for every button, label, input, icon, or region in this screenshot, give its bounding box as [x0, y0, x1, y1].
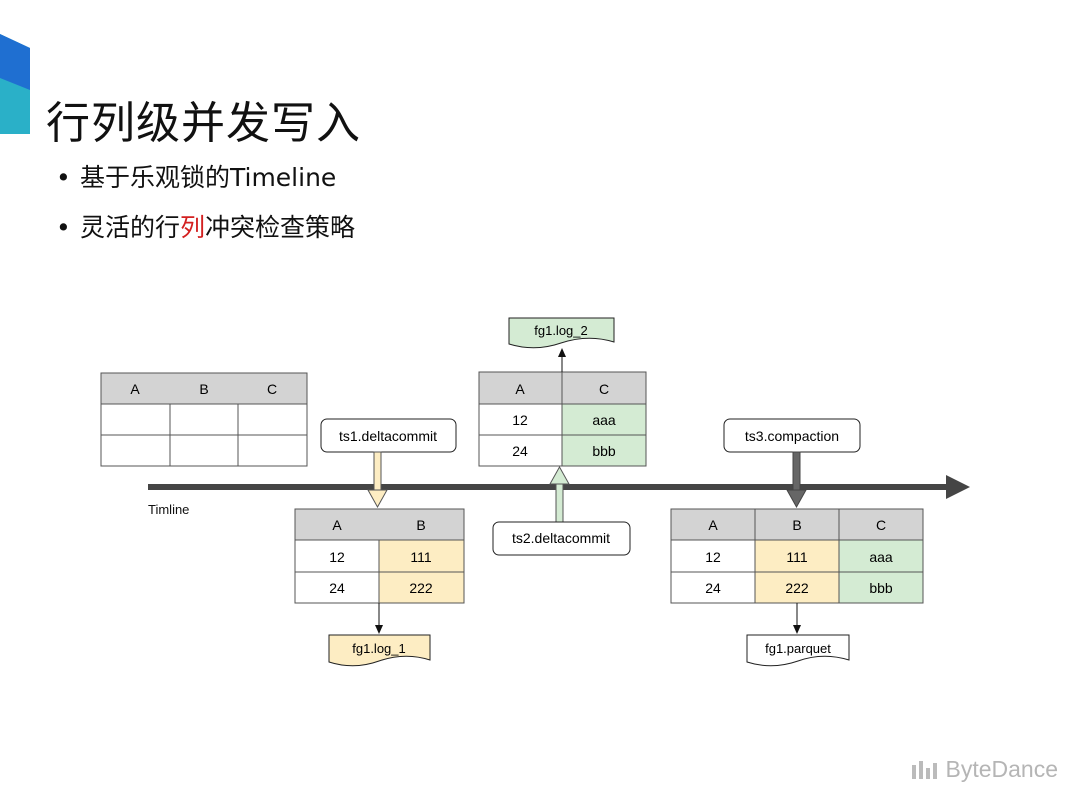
- table-cell: 222: [785, 580, 809, 596]
- table-header-a: A: [708, 517, 718, 533]
- left-accent-bar: [0, 34, 30, 138]
- bytedance-logo-text: ByteDance: [945, 756, 1058, 782]
- bytedance-logo-icon: [912, 760, 938, 779]
- table-ts3: A B C 12 111 aaa 24 222 bbb: [670, 508, 924, 604]
- main-timeline: [148, 475, 970, 499]
- page-title: 行列级并发写入: [46, 98, 361, 150]
- table-cell: 12: [329, 549, 345, 565]
- table-cell: 12: [512, 412, 528, 428]
- file-log1: fg1.log_1: [328, 634, 431, 667]
- ts1-deltacommit-label: ts1.deltacommit: [339, 428, 437, 444]
- bullet-item: •基于乐观锁的Timeline: [56, 163, 337, 192]
- table-header-a: A: [515, 381, 525, 397]
- file-parquet: fg1.parquet: [746, 634, 850, 667]
- table-cell: 24: [329, 580, 345, 596]
- file-parquet-label: fg1.parquet: [765, 641, 831, 656]
- table-header-b: B: [199, 381, 208, 397]
- table-cell: bbb: [869, 580, 893, 596]
- ts1-deltacommit-box: ts1.deltacommit: [320, 418, 457, 453]
- ts2-arrow: [549, 465, 570, 523]
- bullet-item: •灵活的行列冲突检查策略: [56, 213, 356, 242]
- file-log1-label: fg1.log_1: [352, 641, 406, 656]
- timeline-label: Timline: [148, 502, 189, 517]
- table-cell: 12: [705, 549, 721, 565]
- table-cell: 24: [512, 443, 528, 459]
- table-header-c: C: [599, 381, 609, 397]
- table-header-a: A: [332, 517, 342, 533]
- file-log2-label: fg1.log_2: [534, 323, 588, 338]
- ts3-compaction-label: ts3.compaction: [745, 428, 839, 444]
- table-cell: 111: [786, 549, 807, 565]
- table-header-b: B: [416, 517, 425, 533]
- table-header-b: B: [792, 517, 801, 533]
- file-log2: fg1.log_2: [508, 317, 615, 349]
- table-ts2: A C 12 aaa 24 bbb: [478, 371, 647, 467]
- bytedance-logo: ByteDance: [911, 756, 1058, 783]
- table-cell: 111: [410, 549, 431, 565]
- ts2-deltacommit-label: ts2.deltacommit: [512, 530, 610, 546]
- table-cell: 24: [705, 580, 721, 596]
- table-header-c: C: [876, 517, 886, 533]
- ts3-compaction-box: ts3.compaction: [723, 418, 861, 453]
- table-header-a: A: [130, 381, 140, 397]
- ts2-deltacommit-box: ts2.deltacommit: [492, 521, 631, 556]
- table-cell: aaa: [869, 549, 893, 565]
- ts1-arrow: [367, 451, 388, 509]
- table-header-c: C: [267, 381, 277, 397]
- table-cell: 222: [409, 580, 433, 596]
- table-ts1: A B 12 111 24 222: [294, 508, 465, 604]
- ts3-arrow: [786, 451, 807, 509]
- table-cell: aaa: [592, 412, 616, 428]
- table-cell: bbb: [592, 443, 616, 459]
- table-empty: A B C: [100, 372, 308, 467]
- bullet-list: •基于乐观锁的Timeline •灵活的行列冲突检查策略: [56, 160, 355, 260]
